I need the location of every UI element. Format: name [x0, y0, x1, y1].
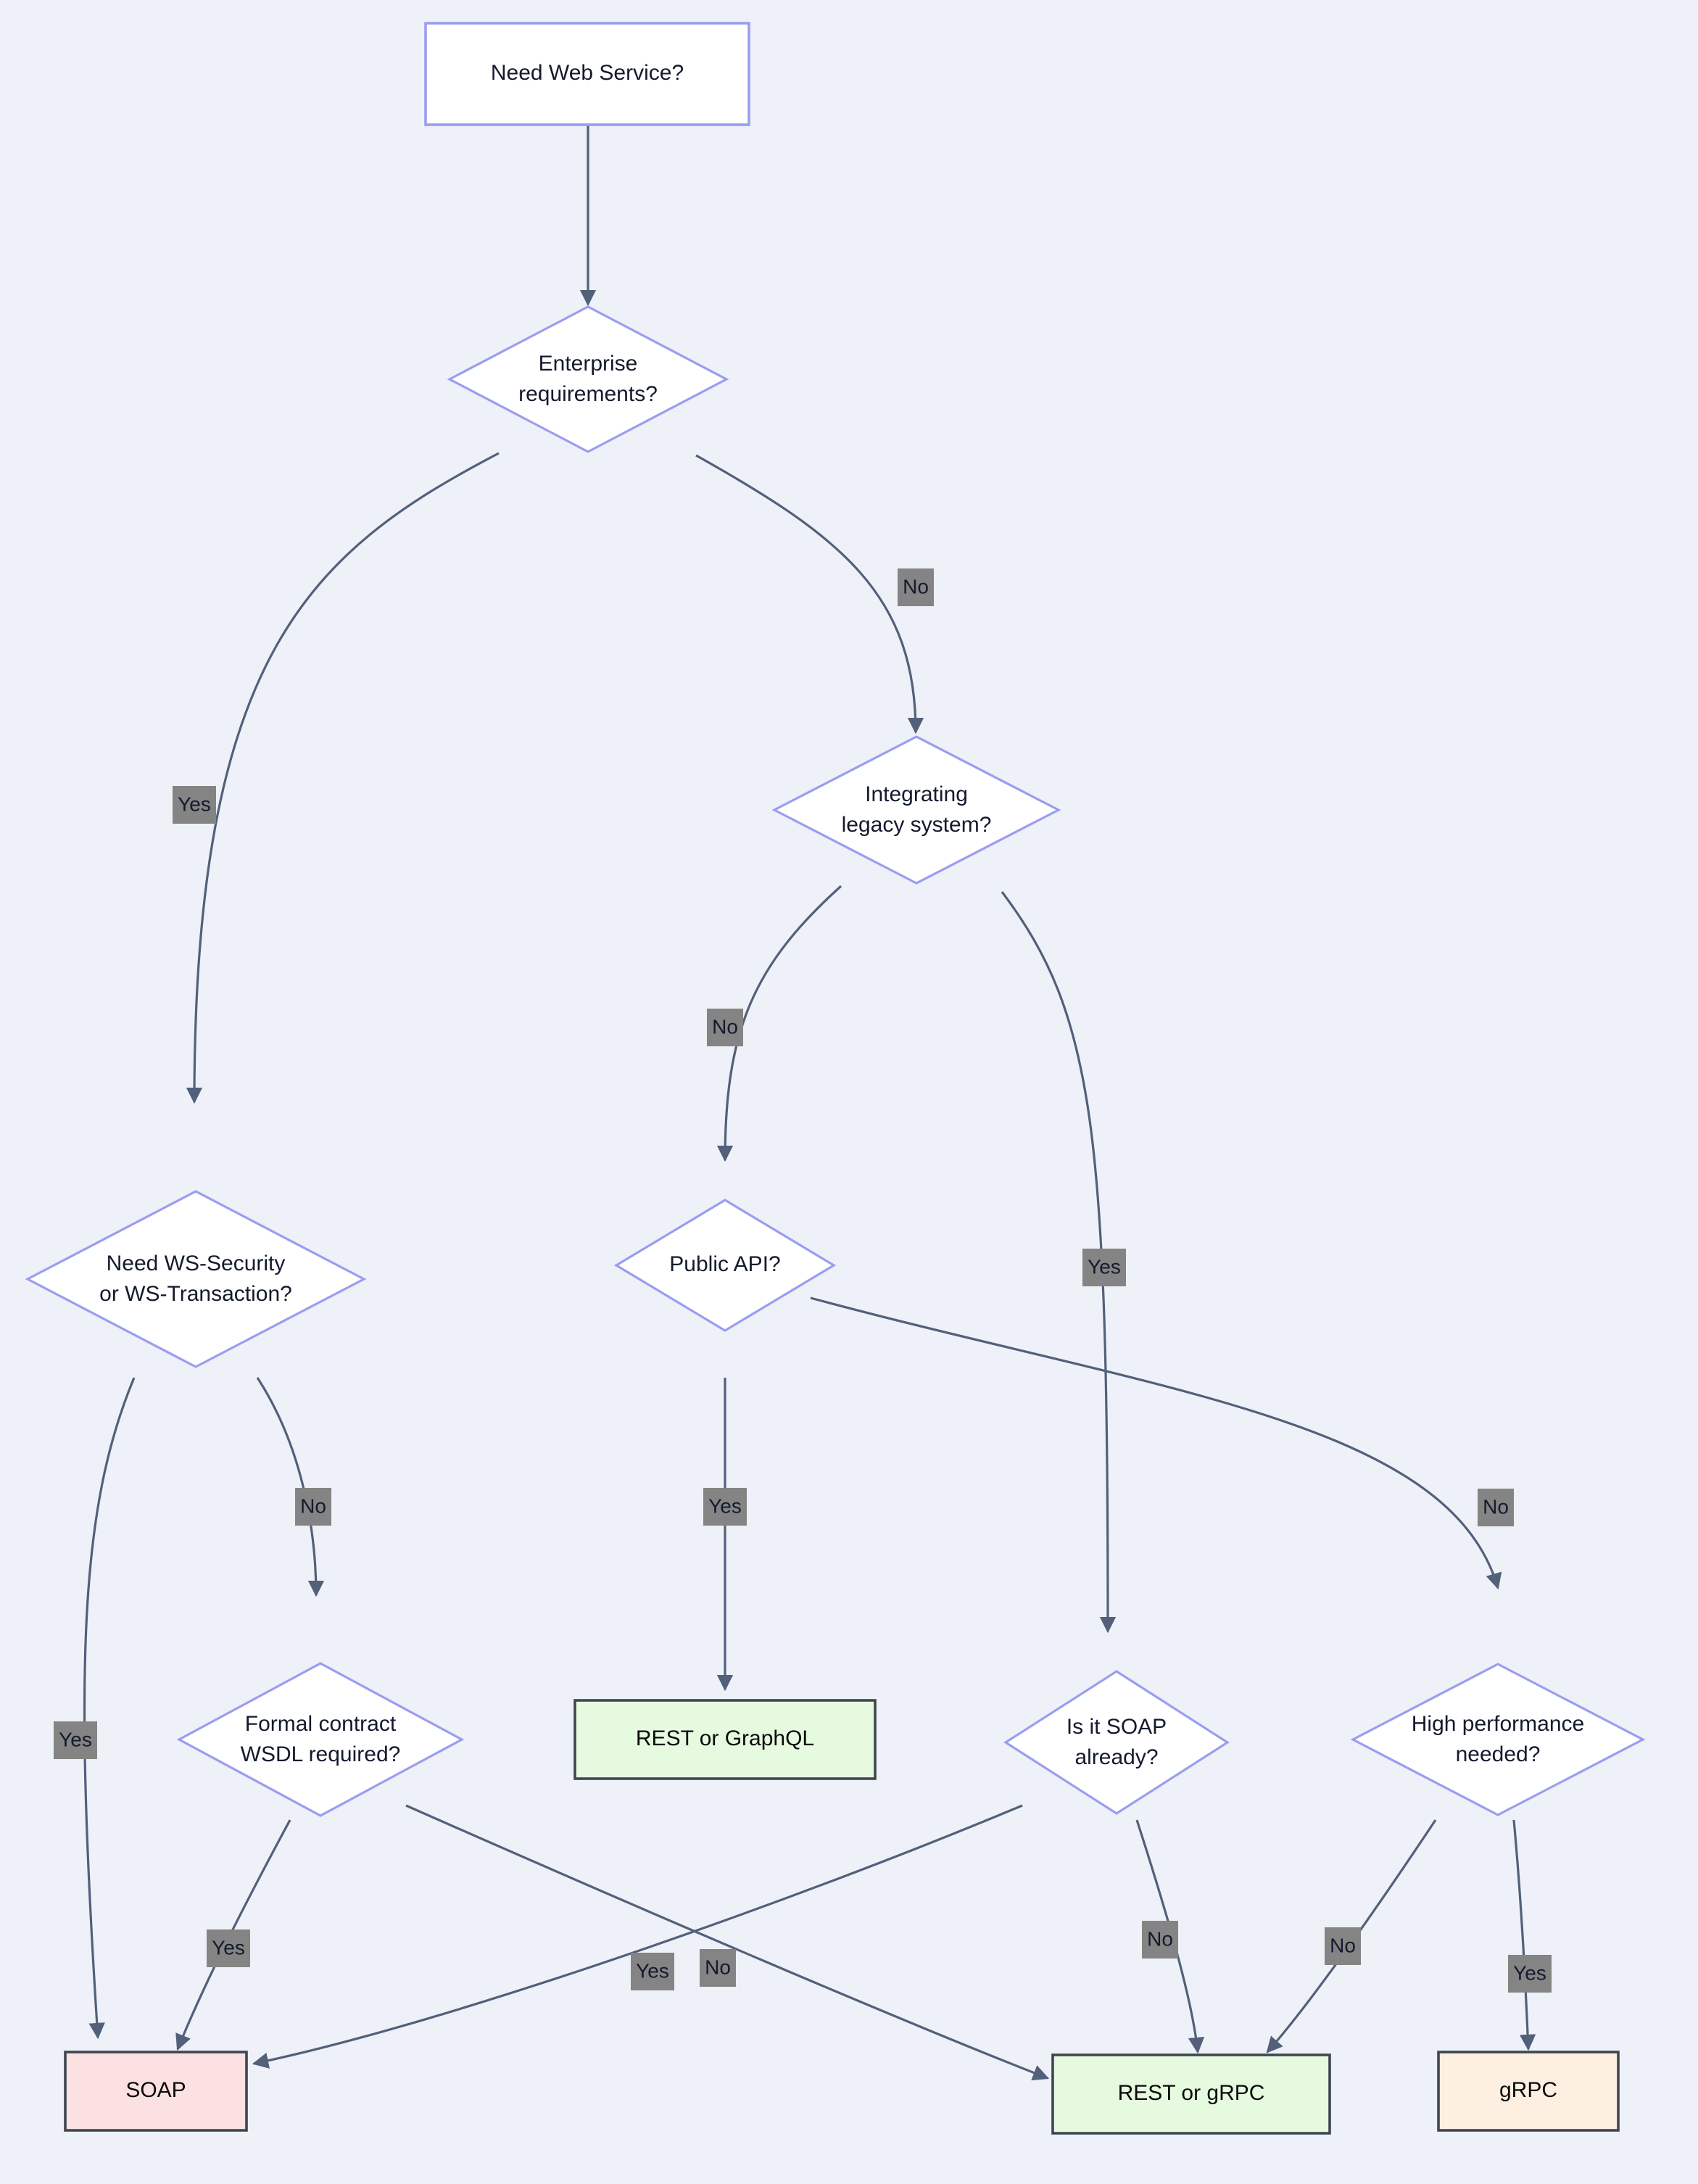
node-label-wsdl-line2: WSDL required?	[241, 1742, 401, 1766]
edge-label-bg	[173, 786, 216, 824]
edge-label-text: No	[1483, 1495, 1509, 1518]
edge-label-bg	[1142, 1921, 1178, 1958]
node-start[interactable]: Need Web Service?	[424, 22, 750, 126]
node-label-wsdl-line1: Formal contract	[245, 1712, 397, 1736]
edge-label-text: Yes	[636, 1959, 669, 1982]
edge-label-no-10: No	[700, 1949, 736, 1987]
nodes-layer: Need Web Service? Enterprise requirements?…	[25, 22, 1646, 2135]
node-restgrpc[interactable]: REST or gRPC	[1051, 2053, 1331, 2135]
edge-label-bg	[707, 1009, 743, 1046]
edge-label-text: Yes	[212, 1936, 245, 1958]
node-soap[interactable]: SOAP	[64, 2051, 248, 2132]
edge-issoap-to-soap	[252, 1804, 1023, 2069]
node-shape-start	[424, 22, 750, 126]
edge-label-no-0: No	[898, 568, 934, 606]
edge-label-text: Yes	[178, 793, 211, 815]
edge-label-bg	[1082, 1249, 1126, 1286]
node-shape-enterprise	[447, 305, 729, 453]
node-restgraphql[interactable]: REST or GraphQL	[573, 1699, 877, 1780]
edge-label-bg	[898, 568, 934, 606]
edge-label-text: No	[705, 1956, 731, 1978]
node-shape-issoap	[1003, 1670, 1230, 1815]
node-label-issoap-line1: Is it SOAP	[1067, 1715, 1167, 1739]
node-shape-legacy	[771, 735, 1061, 885]
node-label-soap: SOAP	[125, 2078, 186, 2102]
node-label-restgrpc: REST or gRPC	[1118, 2081, 1265, 2105]
edge-wssec-to-wsdl	[256, 1377, 325, 1597]
node-legacy[interactable]: Integrating legacy system?	[771, 735, 1061, 885]
edge-enterprise-to-wssec	[186, 452, 500, 1104]
node-highperf[interactable]: High performance needed?	[1350, 1663, 1646, 1816]
node-shape-grpc	[1437, 2051, 1620, 2132]
edge-label-no-12: No	[1325, 1927, 1361, 1965]
edge-label-text: Yes	[1513, 1961, 1546, 1984]
node-enterprise[interactable]: Enterprise requirements?	[447, 305, 729, 453]
node-label-legacy-line1: Integrating	[865, 782, 968, 806]
edge-highperf-to-grpc	[1512, 1819, 1536, 2051]
node-label-grpc: gRPC	[1499, 2078, 1557, 2102]
node-publicapi[interactable]: Public API?	[613, 1199, 837, 1332]
edge-label-no-6: No	[1478, 1489, 1514, 1526]
edge-label-text: No	[300, 1494, 326, 1517]
edge-wsdl-to-restgrpc	[405, 1804, 1050, 2081]
edge-label-bg	[1325, 1927, 1361, 1965]
edge-label-text: No	[903, 575, 929, 597]
edge-label-bg	[703, 1488, 747, 1526]
node-issoap[interactable]: Is it SOAP already?	[1003, 1670, 1230, 1815]
edge-enterprise-to-legacy	[695, 454, 924, 735]
edge-legacy-to-issoap	[1001, 891, 1117, 1634]
node-label-enterprise-line2: requirements?	[518, 382, 658, 406]
edge-legacy-to-publicapi	[716, 885, 842, 1162]
edge-label-bg	[631, 1953, 674, 1990]
edge-label-yes-1: Yes	[173, 786, 216, 824]
edge-label-text: Yes	[708, 1494, 742, 1517]
node-shape-wssec	[25, 1190, 367, 1368]
edge-label-yes-9: Yes	[631, 1953, 674, 1990]
edge-label-yes-5: Yes	[703, 1488, 747, 1526]
node-label-highperf-line1: High performance	[1412, 1712, 1584, 1736]
node-wssec[interactable]: Need WS-Security or WS-Transaction?	[25, 1190, 367, 1368]
node-label-issoap-line2: already?	[1074, 1745, 1158, 1769]
edge-label-text: Yes	[59, 1728, 92, 1750]
node-shape-restgrpc	[1051, 2053, 1331, 2135]
edge-label-yes-8: Yes	[207, 1929, 250, 1967]
node-shape-restgraphql	[573, 1699, 877, 1780]
node-shape-publicapi	[613, 1199, 837, 1332]
edge-label-text: Yes	[1088, 1255, 1121, 1278]
node-label-wssec-line2: or WS-Transaction?	[99, 1282, 292, 1306]
edge-label-bg	[207, 1929, 250, 1967]
node-label-highperf-line2: needed?	[1456, 1742, 1541, 1766]
edge-label-text: No	[1330, 1934, 1356, 1956]
edge-label-bg	[54, 1721, 97, 1759]
edge-label-bg	[1508, 1955, 1552, 1993]
edge-label-yes-13: Yes	[1508, 1955, 1552, 1993]
edge-label-no-2: No	[707, 1009, 743, 1046]
edge-label-text: No	[712, 1015, 738, 1038]
edge-label-bg	[295, 1488, 331, 1526]
edge-label-bg	[700, 1949, 736, 1987]
edge-label-bg	[1478, 1489, 1514, 1526]
edge-label-yes-3: Yes	[1082, 1249, 1126, 1286]
edge-publicapi-to-highperf	[810, 1296, 1502, 1590]
edge-label-text: No	[1147, 1927, 1173, 1950]
node-shape-highperf	[1350, 1663, 1646, 1816]
node-grpc[interactable]: gRPC	[1437, 2051, 1620, 2132]
node-shape-wsdl	[176, 1662, 465, 1817]
node-label-legacy-line2: legacy system?	[842, 813, 992, 837]
node-label-wssec-line1: Need WS-Security	[107, 1252, 286, 1275]
node-shape-soap	[64, 2051, 248, 2132]
node-label-publicapi: Public API?	[669, 1252, 780, 1276]
node-label-enterprise-line1: Enterprise	[539, 352, 638, 376]
edge-label-no-11: No	[1142, 1921, 1178, 1958]
edge-label-yes-7: Yes	[54, 1721, 97, 1759]
edge-wssec-to-soap	[83, 1377, 136, 2040]
edge-label-no-4: No	[295, 1488, 331, 1526]
node-label-restgraphql: REST or GraphQL	[636, 1726, 814, 1750]
node-label-start: Need Web Service?	[491, 61, 684, 85]
